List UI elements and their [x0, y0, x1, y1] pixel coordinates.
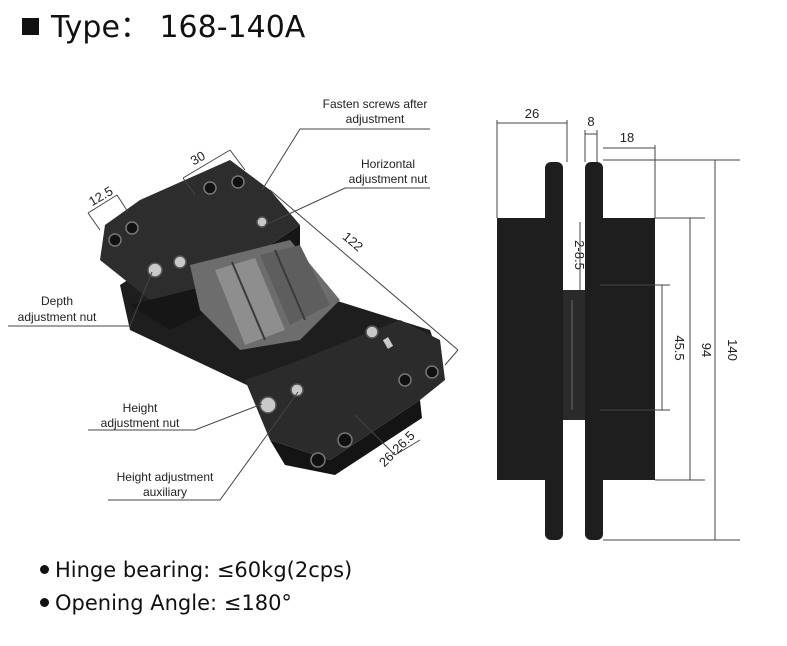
- callout-height-line2: adjustment nut: [101, 416, 180, 430]
- title-text: Type： 168-140A: [51, 10, 306, 45]
- callout-horizontal-line1: Horizontal: [361, 157, 415, 171]
- spec-text: Opening Angle: ≤180°: [55, 591, 292, 615]
- dim-side-body: 26: [525, 106, 539, 121]
- dim-side-leaf: 18: [620, 130, 634, 145]
- spec-list: Hinge bearing: ≤60kg(2cps) Opening Angle…: [40, 554, 352, 620]
- hinge-side-view: [497, 162, 655, 540]
- bullet-icon: [40, 598, 49, 607]
- spec-item: Hinge bearing: ≤60kg(2cps): [40, 554, 352, 587]
- dim-persp-length: 122: [340, 229, 366, 254]
- spec-text: Hinge bearing: ≤60kg(2cps): [55, 558, 353, 582]
- dim-side-gap: 8: [587, 114, 594, 129]
- square-bullet-icon: [22, 18, 39, 35]
- hinge-perspective: [100, 160, 445, 475]
- bullet-icon: [40, 565, 49, 574]
- callout-fasten-line1: Fasten screws after: [323, 97, 428, 111]
- spec-item: Opening Angle: ≤180°: [40, 587, 352, 620]
- dim-side-mid: 45.5: [672, 335, 687, 360]
- dim-persp-width: 30: [188, 148, 208, 168]
- callout-height-aux-line2: auxiliary: [143, 485, 187, 499]
- dim-side-adjust: 2-8.5: [572, 240, 587, 270]
- callout-horizontal-line2: adjustment nut: [349, 172, 428, 186]
- callout-height-line1: Height: [123, 401, 158, 415]
- callout-leaders: [8, 128, 430, 501]
- page-title: Type： 168-140A: [22, 8, 305, 48]
- callout-depth-line1: Depth: [41, 294, 73, 308]
- side-dimension-lines: [496, 120, 740, 541]
- callout-depth-line2: adjustment nut: [18, 310, 97, 324]
- callout-fasten-line2: adjustment: [346, 112, 405, 126]
- callout-height-aux-line1: Height adjustment: [117, 470, 214, 484]
- perspective-dimension-lines: [87, 149, 459, 456]
- dim-side-body-len: 94: [699, 343, 714, 357]
- dim-side-total-len: 140: [725, 339, 740, 361]
